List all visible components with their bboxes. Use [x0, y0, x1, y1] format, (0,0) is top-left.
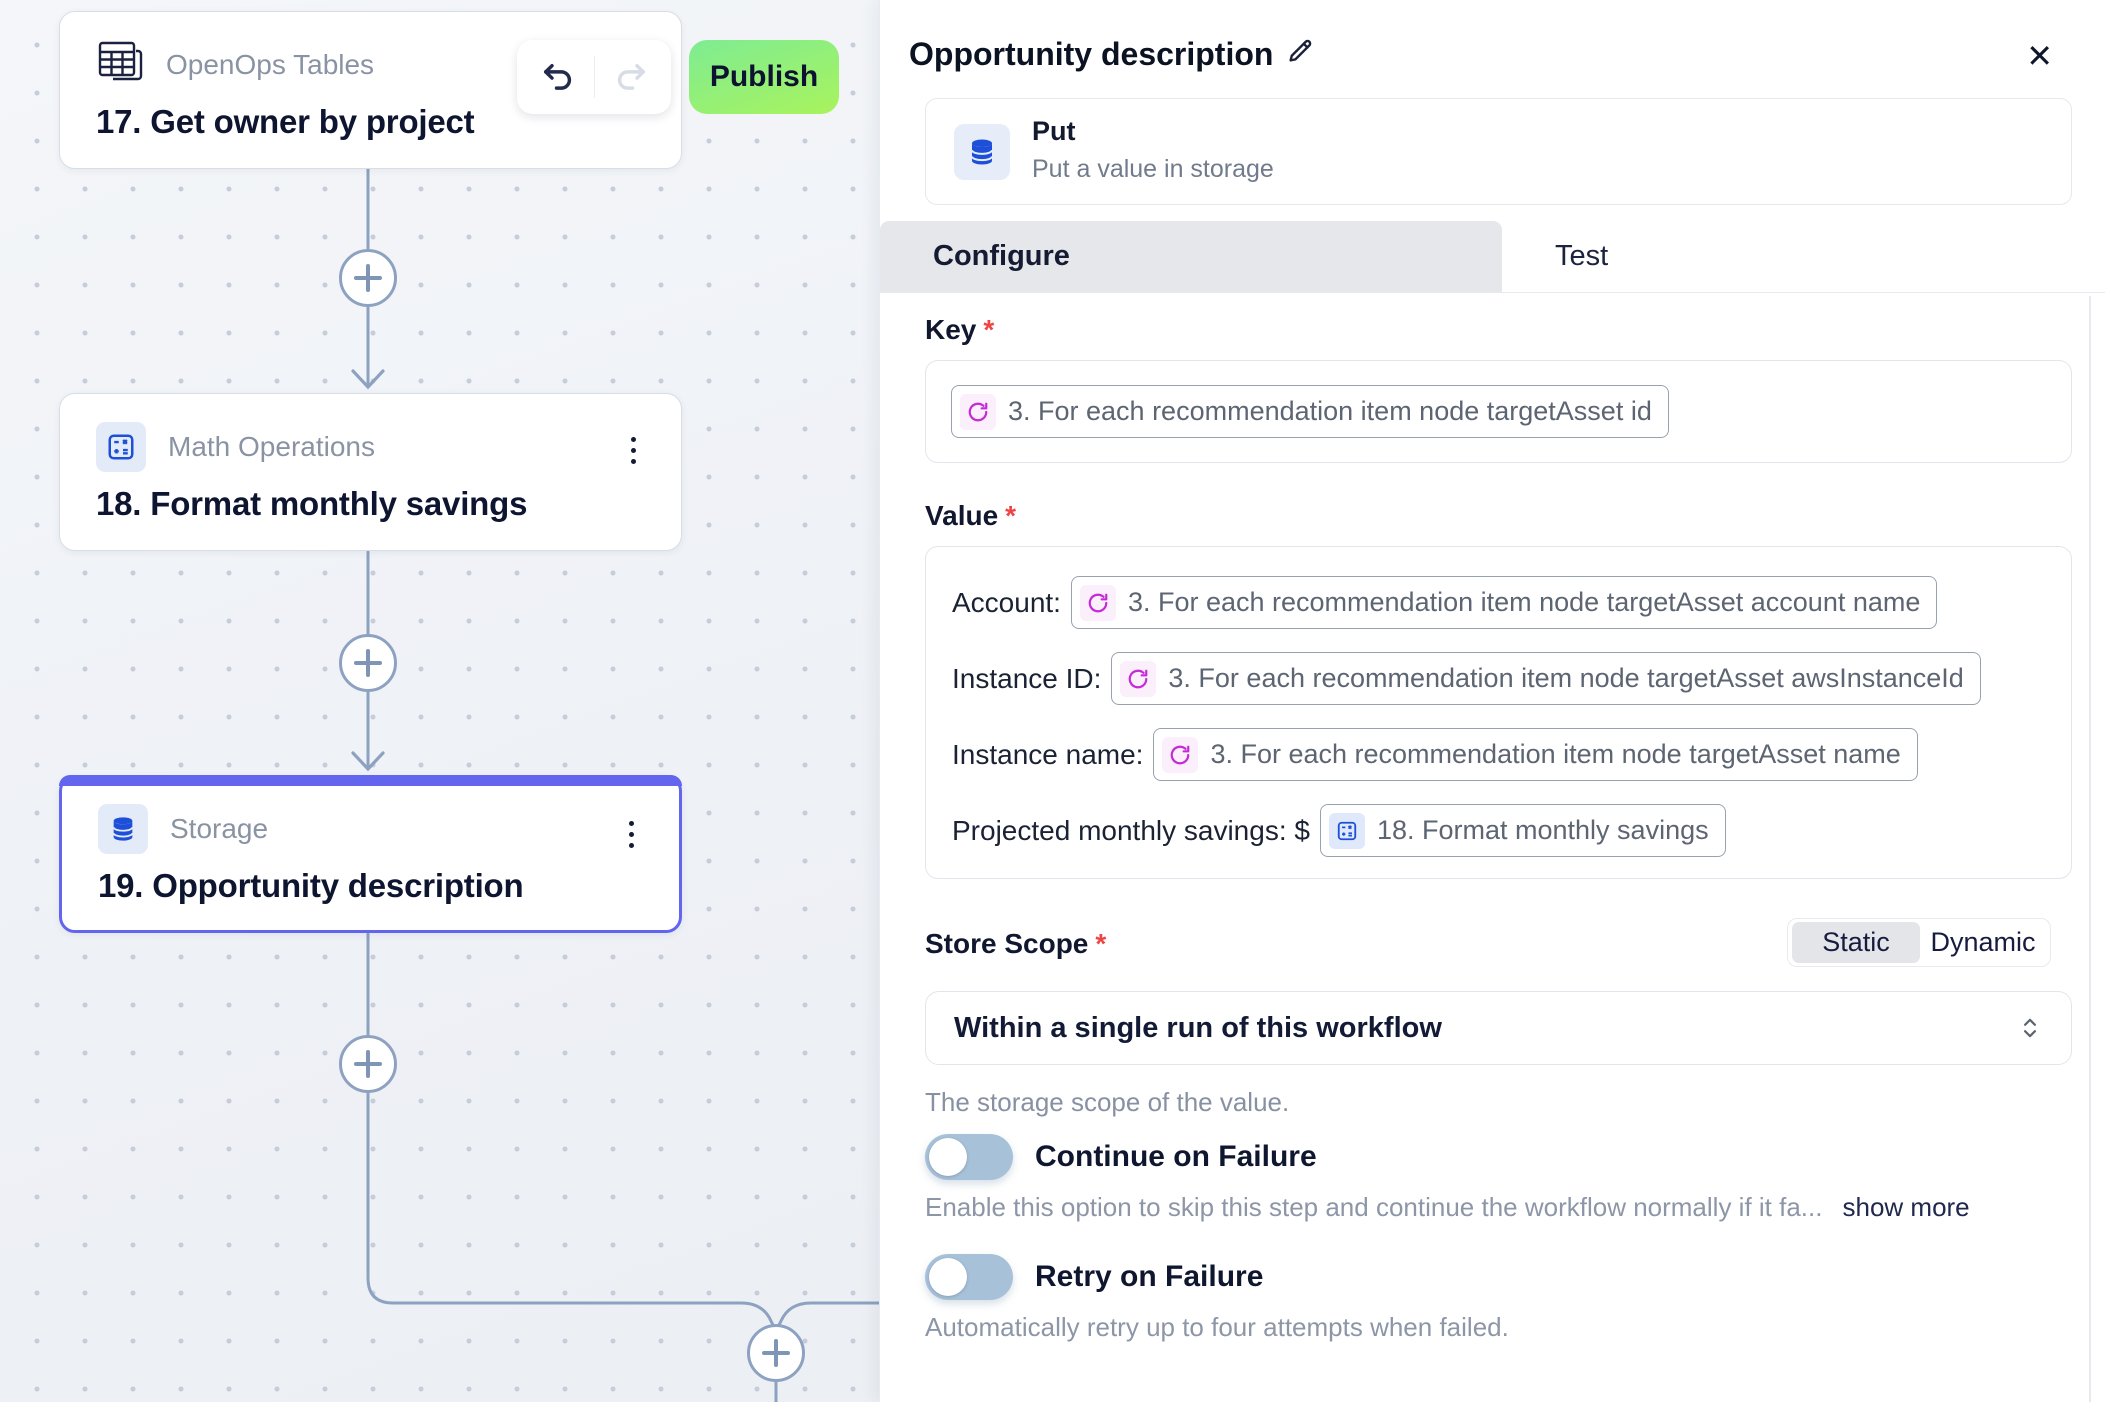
workflow-node-18[interactable]: Math Operations 18. Format monthly savin… [59, 393, 682, 551]
database-icon [954, 124, 1010, 180]
store-scope-label: Store Scope* [925, 928, 1107, 959]
node-header: Storage [98, 803, 643, 854]
tab-test[interactable]: Test [1502, 221, 2105, 292]
value-row-label: Projected monthly savings: $ [952, 814, 1310, 846]
node-title: 17. Get owner by project [96, 103, 475, 140]
token-text: 18. Format monthly savings [1376, 815, 1709, 845]
value-row-projected-savings: Projected monthly savings: $ 18. Format … [952, 804, 1726, 857]
value-row-label: Account: [952, 586, 1061, 618]
continue-on-failure-label: Continue on Failure [1035, 1140, 1317, 1173]
undo-button[interactable] [522, 42, 594, 112]
node-menu-button[interactable] [613, 814, 649, 854]
tab-configure[interactable]: Configure [880, 221, 1502, 292]
toolbar-divider [593, 56, 595, 98]
add-step-button[interactable] [747, 1324, 805, 1382]
undo-redo-toolbar [517, 40, 671, 114]
token-text: 3. For each recommendation item node tar… [1168, 663, 1964, 693]
loop-icon [1079, 584, 1116, 621]
value-token-chip[interactable]: 3. For each recommendation item node tar… [1111, 652, 1981, 705]
key-field-label: Key* [925, 314, 995, 345]
workflow-canvas[interactable]: OpenOps Tables 17. Get owner by project … [0, 0, 879, 1402]
loop-icon [960, 393, 996, 430]
chevron-up-down-icon [2023, 1018, 2037, 1038]
database-icon [98, 803, 148, 854]
add-step-button[interactable] [339, 1035, 397, 1093]
workflow-node-19-selected[interactable]: Storage 19. Opportunity description [59, 775, 682, 933]
value-token-chip[interactable]: 3. For each recommendation item node tar… [1070, 576, 1938, 629]
value-row-instance-id: Instance ID: 3. For each recommendation … [952, 652, 1981, 705]
calculator-icon [1328, 812, 1365, 849]
required-marker: * [1095, 928, 1107, 959]
undo-icon [543, 64, 571, 90]
node-app-name: OpenOps Tables [166, 48, 375, 80]
key-token-chip[interactable]: 3. For each recommendation item node tar… [951, 385, 1669, 438]
panel-tabs: Configure Test [880, 221, 2105, 293]
redo-button[interactable] [595, 42, 667, 112]
retry-on-failure-description: Automatically retry up to four attempts … [925, 1312, 1509, 1342]
action-name: Put [1032, 116, 1076, 146]
value-token-chip[interactable]: 18. Format monthly savings [1319, 804, 1726, 857]
loop-icon [1162, 736, 1199, 773]
key-input[interactable]: 3. For each recommendation item node tar… [925, 360, 2072, 463]
add-step-button[interactable] [339, 249, 397, 307]
pencil-icon [1289, 39, 1312, 62]
segment-static[interactable]: Static [1792, 922, 1920, 963]
value-row-instance-name: Instance name: 3. For each recommendatio… [952, 728, 1918, 781]
value-row-account: Account: 3. For each recommendation item… [952, 576, 1938, 629]
retry-on-failure-label: Retry on Failure [1035, 1260, 1264, 1293]
token-text: 3. For each recommendation item node tar… [1008, 396, 1652, 426]
tables-icon [96, 39, 144, 90]
required-marker: * [1005, 500, 1017, 531]
store-scope-row: Store Scope* Static Dynamic [925, 918, 2053, 968]
show-more-link[interactable]: show more [1842, 1192, 1970, 1222]
continue-on-failure-toggle[interactable] [925, 1134, 1013, 1180]
node-header: Math Operations [96, 421, 645, 472]
add-step-button[interactable] [339, 634, 397, 692]
loop-icon [1120, 660, 1157, 697]
close-panel-button[interactable]: ✕ [2026, 38, 2053, 74]
panel-scrollbar-track [2089, 296, 2091, 1402]
calculator-icon [96, 421, 146, 472]
value-token-chip[interactable]: 3. For each recommendation item node tar… [1153, 728, 1918, 781]
node-title: 18. Format monthly savings [96, 484, 528, 522]
node-header: OpenOps Tables [96, 39, 645, 90]
segment-dynamic[interactable]: Dynamic [1930, 927, 2036, 957]
publish-button[interactable]: Publish [689, 40, 839, 114]
value-input[interactable]: Account: 3. For each recommendation item… [925, 546, 2072, 879]
redo-icon [617, 64, 645, 90]
value-row-label: Instance name: [952, 738, 1144, 770]
store-scope-helper-text: The storage scope of the value. [925, 1087, 1290, 1117]
selected-option: Within a single run of this workflow [954, 1011, 1442, 1044]
retry-on-failure-toggle[interactable] [925, 1254, 1013, 1300]
node-title: 19. Opportunity description [98, 866, 524, 904]
action-card: Put Put a value in storage [925, 98, 2072, 205]
step-settings-panel: Opportunity description ✕ Put Put a valu… [879, 0, 2105, 1402]
node-app-name: Math Operations [168, 430, 375, 462]
store-scope-select[interactable]: Within a single run of this workflow [925, 991, 2072, 1065]
action-description: Put a value in storage [1032, 155, 1274, 183]
node-app-name: Storage [170, 812, 269, 844]
scope-mode-segmented-control: Static Dynamic [1787, 918, 2051, 967]
token-text: 3. For each recommendation item node tar… [1127, 587, 1921, 617]
token-text: 3. For each recommendation item node tar… [1210, 739, 1901, 769]
workflow-edges [351, 166, 879, 1402]
rename-step-button[interactable] [1285, 36, 1315, 69]
value-row-label: Instance ID: [952, 662, 1102, 694]
required-marker: * [983, 314, 995, 345]
continue-on-failure-description: Enable this option to skip this step and… [925, 1192, 1970, 1222]
value-field-label: Value* [925, 500, 1017, 531]
panel-title: Opportunity description [909, 36, 1274, 72]
node-menu-button[interactable] [615, 430, 651, 470]
